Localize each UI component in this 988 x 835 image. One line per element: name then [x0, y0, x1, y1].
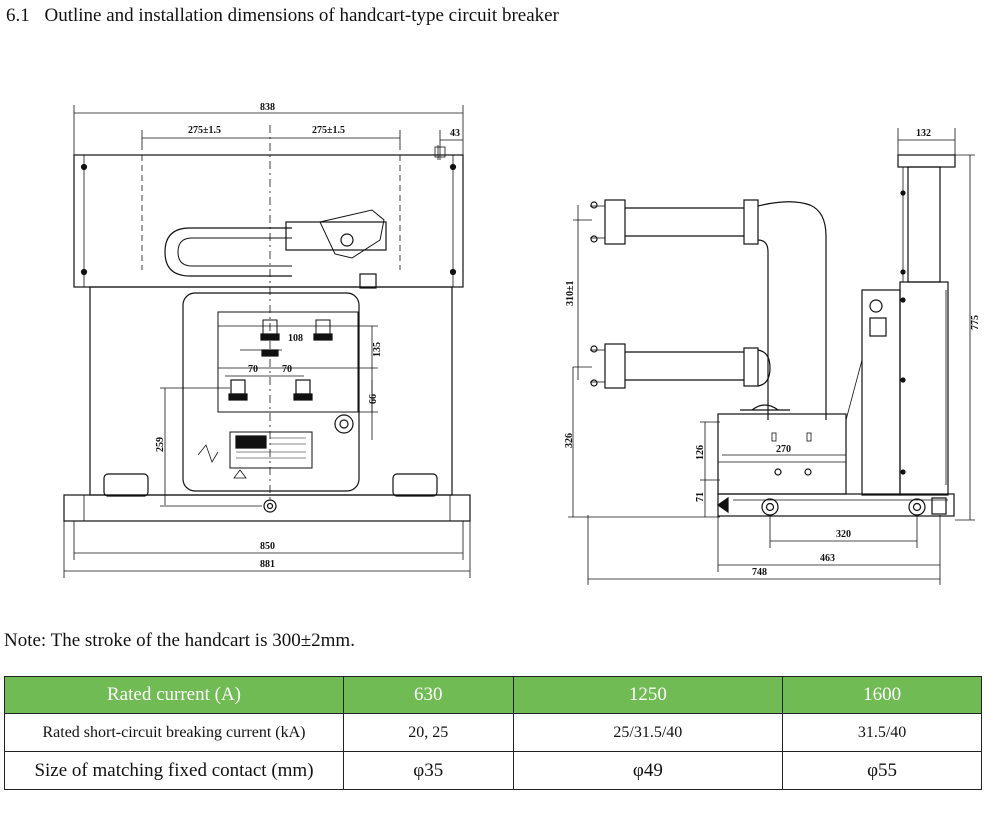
- dim-70-right: 70: [282, 364, 292, 375]
- technical-drawing: 838 275±1.5 275±1.5 43 108 70 70 135 66 …: [63, 102, 981, 585]
- dim-850: 850: [260, 541, 275, 552]
- dim-132: 132: [916, 128, 931, 139]
- section-heading: 6.1 Outline and installation dimensions …: [6, 5, 559, 27]
- table-header-row: Rated current (A) 630 1250 1600: [4, 676, 982, 714]
- dim-310: 310±1: [565, 281, 576, 307]
- dim-275-right: 275±1.5: [312, 125, 345, 136]
- table-cell: φ49: [512, 751, 784, 790]
- dim-326: 326: [564, 433, 575, 448]
- header-cell: 630: [343, 676, 514, 714]
- dim-126: 126: [695, 445, 706, 460]
- dim-775: 775: [970, 315, 981, 330]
- dim-881: 881: [260, 559, 275, 570]
- side-view: [568, 128, 975, 585]
- dim-270: 270: [776, 444, 791, 455]
- dim-135: 135: [372, 342, 383, 357]
- table-cell: φ55: [782, 751, 982, 790]
- stroke-note: Note: The stroke of the handcart is 300±…: [4, 630, 355, 651]
- section-number: 6.1: [6, 5, 30, 26]
- dim-463: 463: [820, 553, 835, 564]
- table-row: Rated short-circuit breaking current (kA…: [4, 713, 982, 752]
- front-view: [63, 105, 471, 578]
- header-cell: 1600: [782, 676, 982, 714]
- dim-838: 838: [260, 102, 275, 113]
- dim-108: 108: [288, 333, 303, 344]
- rating-table: Rated current (A) 630 1250 1600 Rated sh…: [4, 676, 982, 790]
- table-cell: φ35: [343, 751, 514, 790]
- dim-71: 71: [695, 492, 706, 502]
- dim-320: 320: [836, 529, 851, 540]
- dimension-labels: 838 275±1.5 275±1.5 43 108 70 70 135 66 …: [155, 102, 981, 578]
- dim-43: 43: [450, 128, 460, 139]
- table-row: Size of matching fixed contact (mm) φ35 …: [4, 751, 982, 790]
- header-cell: Rated current (A): [4, 676, 344, 714]
- table-cell: 20, 25: [343, 713, 514, 752]
- dim-259: 259: [155, 437, 166, 452]
- row-label: Size of matching fixed contact (mm): [4, 751, 344, 790]
- section-title: Outline and installation dimensions of h…: [44, 5, 559, 26]
- dim-275-left: 275±1.5: [188, 125, 221, 136]
- table-cell: 31.5/40: [782, 713, 982, 752]
- dim-70-left: 70: [248, 364, 258, 375]
- table-cell: 25/31.5/40: [512, 713, 784, 752]
- dim-66: 66: [368, 394, 379, 404]
- dim-748: 748: [752, 567, 767, 578]
- row-label: Rated short-circuit breaking current (kA…: [4, 713, 344, 752]
- header-cell: 1250: [512, 676, 784, 714]
